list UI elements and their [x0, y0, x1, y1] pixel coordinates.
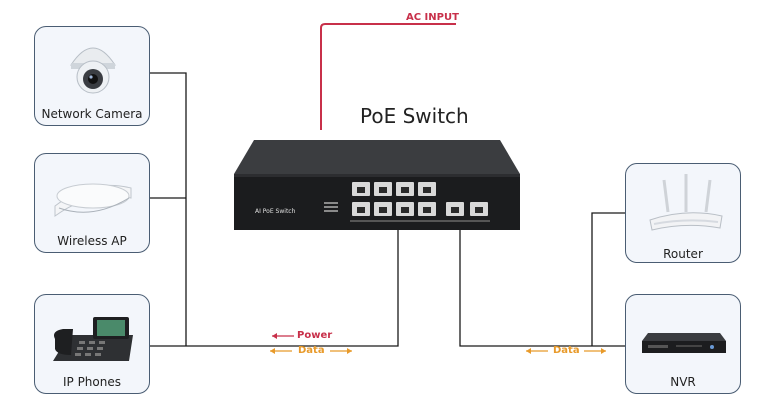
router-line: [591, 212, 625, 346]
power-arrow: [272, 333, 294, 339]
ip-phones-label: IP Phones: [62, 375, 121, 389]
switch-nvr-line: [459, 226, 625, 347]
camera-line: [150, 72, 187, 346]
router-node: Router: [625, 163, 741, 263]
data-legend-label-left: Data: [298, 345, 325, 356]
ip-phone-icon: [49, 309, 139, 376]
nvr-label: NVR: [670, 375, 696, 389]
ac-input-label: AC INPUT: [406, 12, 459, 23]
network-camera-node: Network Camera: [34, 26, 150, 126]
switch-panel-label: AI PoE Switch: [255, 208, 296, 215]
wireless-ap-label: Wireless AP: [57, 234, 127, 248]
network-camera-label: Network Camera: [41, 107, 143, 121]
wireless-ap-node: Wireless AP: [34, 153, 150, 253]
access-point-icon: [51, 176, 135, 227]
nvr-node: NVR: [625, 294, 741, 394]
data-legend-label-right: Data: [553, 345, 580, 356]
data-arrow-right: [526, 348, 606, 354]
nvr-icon: [642, 329, 726, 364]
data-arrow-left: [270, 348, 352, 354]
phone-switch-line: [150, 226, 399, 347]
diagram-title: PoE Switch: [360, 104, 469, 128]
poe-switch-icon: [232, 136, 522, 232]
power-legend-label: Power: [297, 330, 333, 341]
router-label: Router: [663, 247, 703, 261]
ac-input-line: [320, 23, 456, 130]
dome-camera-icon: [65, 37, 121, 102]
ip-phones-node: IP Phones: [34, 294, 150, 394]
router-icon: [648, 172, 724, 241]
